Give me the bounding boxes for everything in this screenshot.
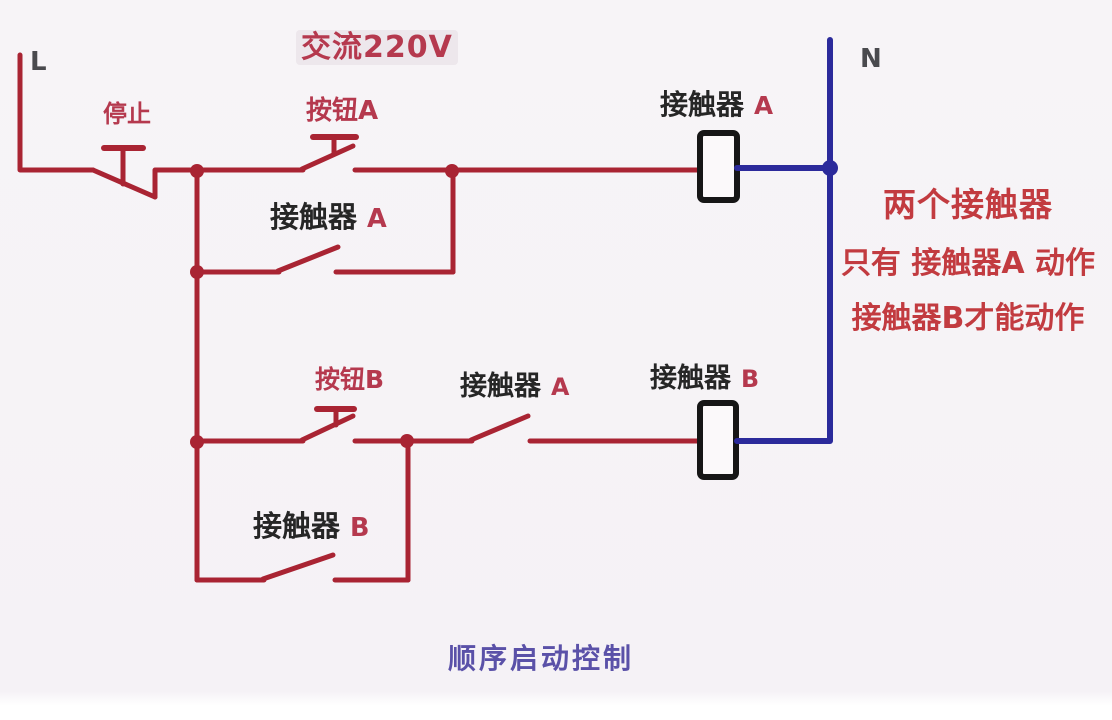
- junction-dot: [400, 434, 414, 448]
- diagram-caption: 顺序启动控制: [448, 642, 635, 675]
- latch-contact-a-symbol: [194, 167, 456, 275]
- latch-contact-b-symbol: [194, 438, 411, 583]
- stop-button-symbol: [90, 145, 200, 200]
- junction-dot-neutral: [822, 160, 838, 176]
- series-contact-a-symbol: [468, 413, 531, 443]
- button-a-label: 按钮A: [306, 96, 379, 126]
- button-b-label: 按钮B: [315, 365, 385, 394]
- stop-button-label: 停止: [103, 100, 151, 128]
- terminal-l-label: L: [30, 47, 47, 77]
- annotation-line-1: 两个接触器: [883, 185, 1053, 224]
- button-b-symbol: [299, 406, 357, 443]
- junction-dot: [190, 164, 204, 178]
- junction-dot: [190, 435, 204, 449]
- annotation-note: 两个接触器 只有 接触器A 动作 接触器B才能动作: [830, 178, 1106, 337]
- l-rail-wire: [17, 52, 96, 173]
- terminal-n-label: N: [860, 44, 882, 74]
- junction-dot: [190, 265, 204, 279]
- junction-dot: [445, 164, 459, 178]
- coil-a-symbol: [697, 130, 740, 203]
- button-a-symbol: [299, 134, 359, 172]
- supply-voltage-label: 交流220V: [296, 30, 458, 65]
- annotation-line-2: 只有 接触器A 动作: [840, 246, 1096, 281]
- coil-b-symbol: [697, 400, 739, 480]
- annotation-line-3: 接触器B才能动作: [851, 301, 1085, 336]
